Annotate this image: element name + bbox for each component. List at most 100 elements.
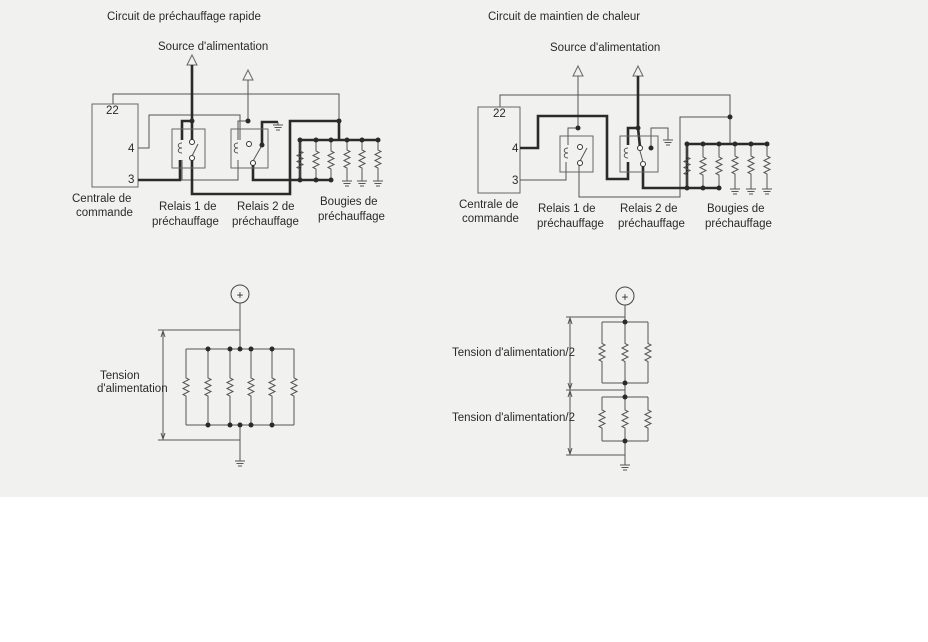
wire — [251, 163, 300, 182]
resistor-icon — [620, 397, 630, 441]
half-voltage-label: Tension d'alimentation/2 — [452, 347, 575, 359]
junction-dot — [269, 346, 275, 352]
control-unit-label: commande — [76, 207, 133, 219]
voltage-arrow-icon — [160, 329, 166, 441]
junction-dot — [248, 422, 254, 428]
wire — [567, 76, 579, 145]
junction-dot — [375, 137, 381, 143]
junction-dot — [189, 118, 195, 124]
switch-contact — [246, 141, 252, 147]
wire — [520, 114, 630, 181]
arrow-head-icon — [567, 382, 573, 391]
switch-contact — [577, 160, 583, 166]
junction-dot — [727, 114, 733, 120]
wire — [138, 160, 182, 182]
relay-2-box — [619, 135, 659, 173]
switch-contact — [637, 145, 643, 151]
resistor-icon — [714, 144, 724, 188]
wire — [237, 80, 249, 140]
resistor-icon — [643, 397, 653, 441]
resistor-icon — [597, 322, 607, 383]
junction-dot — [227, 346, 233, 352]
resistor-icon — [373, 140, 383, 178]
pin-4: 4 — [128, 143, 135, 155]
junction-dot — [359, 137, 365, 143]
positive-symbol: + — [237, 290, 244, 302]
power-source-arrow-icon — [632, 64, 644, 77]
junction-dot — [716, 141, 722, 147]
junction-dot — [344, 137, 350, 143]
pin-22: 22 — [106, 105, 119, 117]
resistor-icon — [295, 140, 305, 180]
junction-dot — [684, 185, 690, 191]
junction-dot — [227, 422, 233, 428]
wire — [578, 116, 730, 198]
junction-dot — [237, 422, 243, 428]
relay-2-label: Relais 2 de — [237, 201, 295, 213]
junction-dot — [716, 185, 722, 191]
glow-plugs-label: préchauffage — [705, 218, 772, 230]
parallel-resistors — [181, 346, 299, 428]
junction-dot — [313, 177, 319, 183]
junction-dot — [313, 137, 319, 143]
wire — [636, 127, 642, 148]
arrow-head-icon — [567, 316, 573, 325]
resistor-icon — [203, 349, 213, 425]
junction-dot — [205, 422, 211, 428]
control-unit-box — [477, 106, 521, 194]
junction-dot — [764, 141, 770, 147]
pin-3: 3 — [512, 175, 518, 187]
relay-coil-icon — [233, 142, 239, 154]
series-parallel-resistors — [597, 319, 653, 444]
junction-dot — [700, 141, 706, 147]
resistor-icon — [730, 144, 740, 186]
control-unit-box — [91, 103, 139, 188]
relay-1-box — [171, 128, 206, 169]
relay-2-label: Relais 2 de — [620, 203, 678, 215]
junction-dot — [622, 380, 628, 386]
junction-dot — [269, 422, 275, 428]
switch-blade — [191, 143, 199, 157]
switch-contact — [640, 161, 646, 167]
relay-1-box — [559, 135, 594, 173]
wire — [180, 65, 194, 140]
junction-dot — [700, 185, 706, 191]
resistor-icon — [225, 349, 235, 425]
switch-contact — [189, 139, 195, 145]
power-source-arrow-icon — [242, 68, 254, 81]
resistor-icon — [342, 140, 352, 178]
resistor-icon — [746, 144, 756, 186]
power-source-label: Source d'alimentation — [158, 41, 268, 53]
junction-dot — [259, 142, 265, 148]
relay-coil-icon — [177, 142, 183, 154]
junction-dot — [237, 346, 243, 352]
junction-dot — [622, 394, 628, 400]
arrow-head-icon — [160, 432, 166, 441]
junction-dot — [336, 118, 342, 124]
junction-dot — [748, 141, 754, 147]
ground-icon — [620, 462, 630, 471]
switch-contact — [250, 160, 256, 166]
pin-4: 4 — [512, 143, 519, 155]
arrow-head-icon — [160, 329, 166, 338]
plug-bus — [685, 142, 768, 188]
junction-dot — [328, 137, 334, 143]
glow-plugs-label: préchauffage — [318, 211, 385, 223]
supply-voltage-label: d'alimentation — [97, 383, 168, 395]
control-unit-label: commande — [462, 213, 519, 225]
wire — [190, 119, 341, 196]
maintain-circuit-title: Circuit de maintien de chaleur — [488, 11, 640, 23]
parallel-equivalent-circuit: + Tension d'alimentation — [97, 284, 299, 467]
wire — [112, 93, 340, 121]
resistor-icon — [698, 144, 708, 188]
arrow-head-icon — [567, 389, 573, 398]
junction-dot — [635, 125, 641, 131]
junction-dot — [248, 346, 254, 352]
ground-icon — [235, 458, 245, 467]
junction-dot — [648, 145, 654, 151]
junction-dot — [297, 137, 303, 143]
junction-dot — [684, 141, 690, 147]
junction-dot — [732, 141, 738, 147]
wire — [260, 120, 278, 145]
